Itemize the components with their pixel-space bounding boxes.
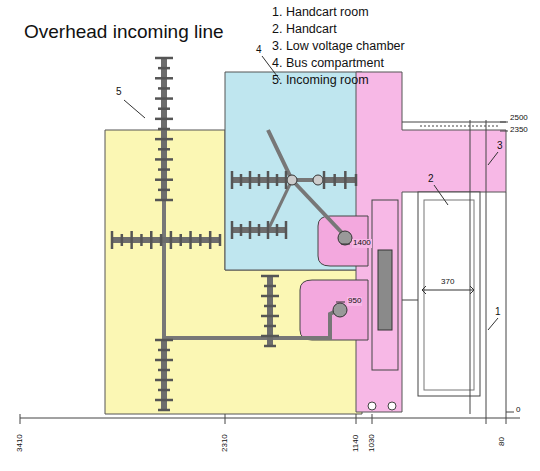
handcart-frame: [418, 192, 480, 396]
dimension: 1140: [352, 435, 361, 452]
legend-item: 5. Incoming room: [272, 74, 369, 88]
legend-item: 3. Low voltage chamber: [272, 40, 405, 54]
callout-number: 3: [497, 140, 503, 151]
dimension: 2310: [221, 434, 230, 452]
dimension: 370: [440, 278, 455, 287]
dimension: 1030: [368, 434, 377, 452]
bus-compartment: [225, 72, 362, 270]
callout-number: 4: [256, 44, 262, 55]
dimension: 80: [498, 437, 507, 446]
insulator: [324, 177, 356, 183]
insulator: [112, 237, 220, 243]
handcart-room: [356, 72, 506, 412]
title: Overhead incoming line: [24, 22, 224, 43]
callout-number: 1: [495, 306, 501, 317]
bus-link: [292, 180, 345, 236]
dimension: 0: [516, 406, 520, 415]
legend-item: 1. Handcart room: [272, 6, 369, 20]
callout-number: 2: [428, 173, 434, 184]
breaker-body: [372, 200, 398, 370]
dimension: 2500: [510, 114, 528, 123]
legend-item: 2. Handcart: [272, 23, 337, 37]
dimension: 2350: [510, 126, 528, 135]
callout-number: 5: [116, 86, 122, 97]
dimension: 3410: [16, 434, 25, 452]
lower-contact-housing: [300, 280, 368, 340]
dimension: 950: [347, 297, 362, 306]
handcart-inner: [424, 200, 474, 390]
dimension: 1400: [352, 239, 372, 248]
incoming-conductor: [164, 200, 338, 338]
legend-item: 4. Bus compartment: [272, 57, 384, 71]
breaker-pole: [378, 250, 392, 330]
